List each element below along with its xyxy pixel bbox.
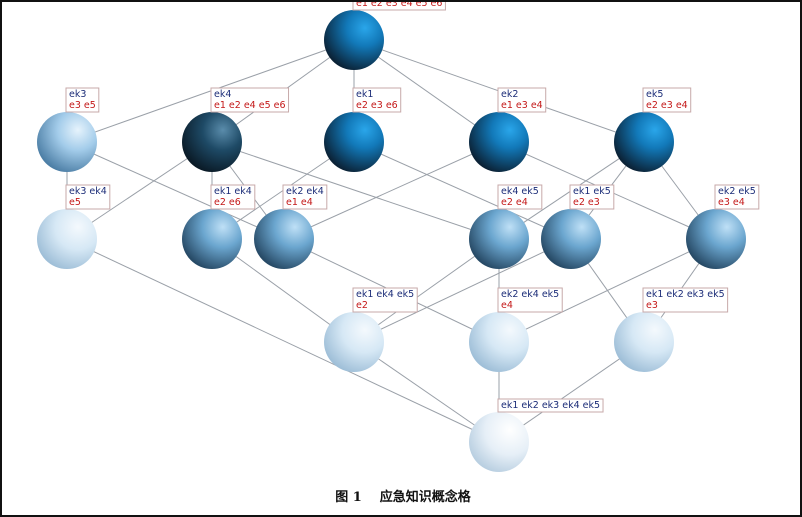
node-intent-label: e5 <box>69 197 81 208</box>
node-extent-label: ek3 ek4 <box>69 186 107 197</box>
node-label-box <box>352 2 446 11</box>
node-extent-label: ek5 <box>646 89 663 100</box>
node-label-box <box>210 184 256 210</box>
node-intent-label: e2 e3 <box>573 197 600 208</box>
node-extent-label: ek1 ek2 ek3 ek4 ek5 <box>501 400 600 411</box>
node-label-box <box>569 184 615 210</box>
node-extent-label: ek4 <box>214 89 231 100</box>
concept-sphere <box>37 112 97 172</box>
node-label-box <box>642 287 729 313</box>
concept-sphere <box>614 112 674 172</box>
node-intent-label: e1 e2 e4 e5 e6 <box>214 100 286 111</box>
concept-sphere <box>254 209 314 269</box>
node-extent-label: ek1 <box>356 89 373 100</box>
node-intent-label: e3 e5 <box>69 100 96 111</box>
node-label-box <box>714 184 760 210</box>
node-extent-label: ek1 ek2 ek3 ek5 <box>646 289 725 300</box>
node-label-box <box>210 87 290 113</box>
node-intent-label: e2 e3 e6 <box>356 100 398 111</box>
concept-sphere <box>541 209 601 269</box>
node-intent-label: e1 e4 <box>286 197 313 208</box>
edge-ek4-ek4ek5 <box>211 141 500 240</box>
concept-sphere <box>469 209 529 269</box>
concept-sphere <box>469 112 529 172</box>
node-extent-label: ek2 <box>501 89 518 100</box>
node-intent-label: e1 e3 e4 <box>501 100 543 111</box>
node-intent-label: e4 <box>501 300 513 311</box>
node-extent-label: ek1 ek4 <box>214 186 252 197</box>
edge-ek2ek5-ek2ek4ek5 <box>498 238 717 343</box>
concept-sphere <box>686 209 746 269</box>
node-intent-label: e2 e4 <box>501 197 528 208</box>
node-extent-label: ek1 ek5 <box>573 186 611 197</box>
node-intent-label: e3 <box>646 300 658 311</box>
node-extent-label: ek2 ek4 ek5 <box>501 289 559 300</box>
node-label-box <box>65 184 111 210</box>
figure-caption: 图 1 应急知识概念格 <box>2 486 802 505</box>
concept-sphere <box>324 112 384 172</box>
node-intent-label: e1 e2 e3 e4 e5 e6 <box>356 2 442 9</box>
edge-ek3ek4-bottom <box>66 238 500 443</box>
node-label-box <box>497 184 543 210</box>
concept-sphere <box>614 312 674 372</box>
node-label-box <box>352 87 402 113</box>
concept-sphere <box>182 112 242 172</box>
node-label-box <box>352 287 418 313</box>
node-label-box <box>65 87 100 113</box>
concept-sphere <box>324 10 384 70</box>
node-label-box <box>497 287 563 313</box>
node-extent-label: ek4 ek5 <box>501 186 539 197</box>
concept-sphere <box>182 209 242 269</box>
node-label-box <box>497 398 604 413</box>
concept-sphere <box>469 312 529 372</box>
edge-ek3-ek2ek4 <box>66 141 285 240</box>
concept-sphere <box>37 209 97 269</box>
node-label-box <box>282 184 328 210</box>
concept-sphere <box>324 312 384 372</box>
edge-ek1ek5-ek1ek4ek5 <box>353 238 572 343</box>
node-extent-label: ek2 ek5 <box>718 186 756 197</box>
node-intent-label: e2 e6 <box>214 197 241 208</box>
concept-node-top: e1 e2 e3 e4 e5 e6 <box>324 2 446 70</box>
concept-node-bottom: ek1 ek2 ek3 ek4 ek5 <box>469 398 604 472</box>
edge-ek1-ek1ek5 <box>353 141 572 240</box>
figure-number: 图 1 <box>335 490 362 505</box>
node-intent-label: e2 e3 e4 <box>646 100 688 111</box>
node-intent-label: e3 e4 <box>718 197 745 208</box>
figure-title: 应急知识概念格 <box>379 490 471 505</box>
node-label-box <box>497 87 547 113</box>
node-intent-label: e2 <box>356 300 368 311</box>
node-extent-label: ek3 <box>69 89 86 100</box>
edge-ek2-ek2ek4 <box>283 141 500 240</box>
node-extent-label: ek1 ek4 ek5 <box>356 289 414 300</box>
node-extent-label: ek2 ek4 <box>286 186 324 197</box>
concept-sphere <box>469 412 529 472</box>
node-label-box <box>642 87 692 113</box>
